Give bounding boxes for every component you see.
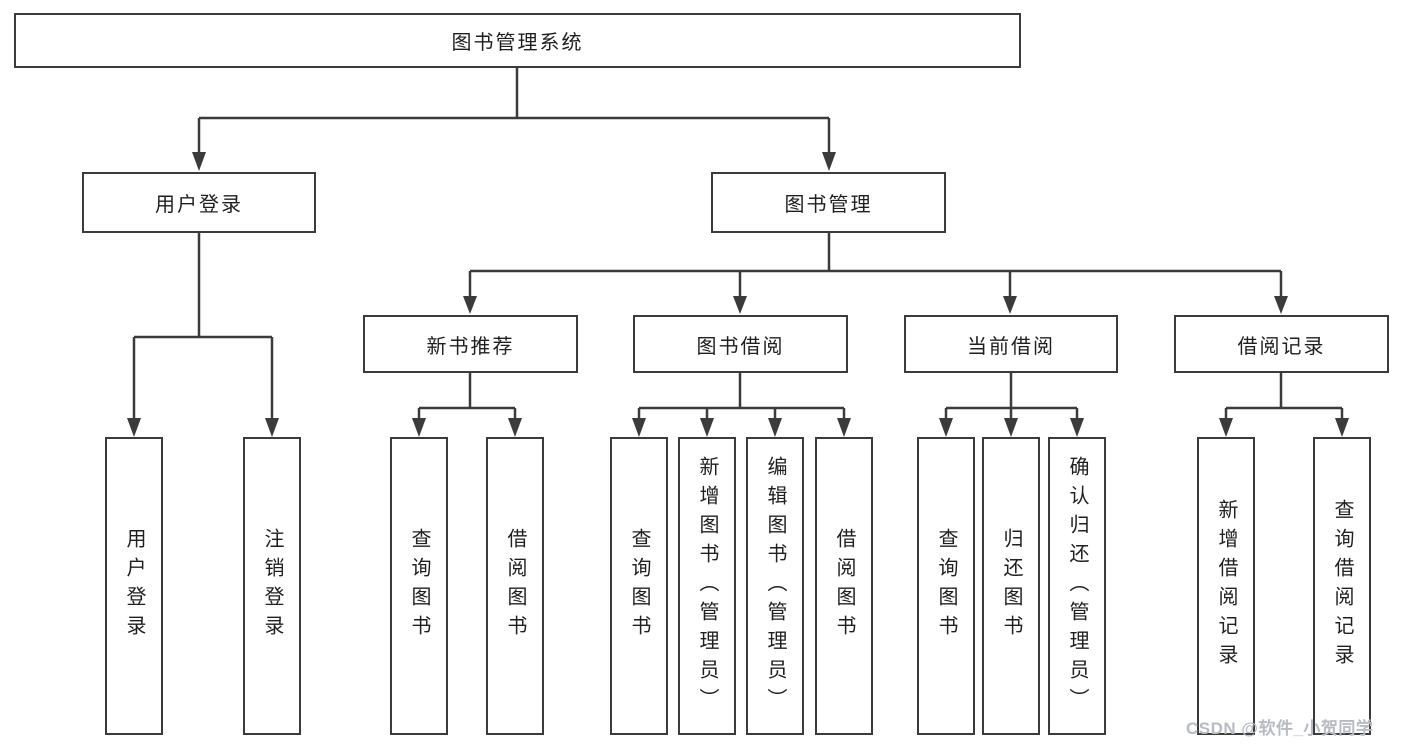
node-label: 查询图书 <box>935 528 957 644</box>
node-borrow-books: 借阅图书 <box>815 437 873 735</box>
connector-new-book-recommend <box>412 373 522 437</box>
node-add-borrow-record: 新增借阅记录 <box>1197 437 1255 735</box>
node-label: 新增借阅记录 <box>1215 499 1237 673</box>
node-book-management: 图书管理 <box>711 172 946 233</box>
node-label: 用户登录 <box>155 194 243 216</box>
arrowhead <box>463 296 477 314</box>
arrowhead <box>837 418 851 437</box>
arrowhead <box>508 418 522 437</box>
arrowhead <box>733 296 747 314</box>
arrowhead <box>1219 418 1233 437</box>
connector-book-management-branch <box>463 233 1288 314</box>
arrowhead <box>127 418 141 437</box>
node-label: 图书管理系统 <box>451 32 584 54</box>
node-label: 借阅图书 <box>833 528 855 644</box>
node-return-books: 归还图书 <box>982 437 1040 735</box>
connector-borrowing-records <box>1219 373 1349 437</box>
node-confirm-return-admin: 确认归还（管理员） <box>1048 437 1106 735</box>
arrowhead <box>1003 296 1017 314</box>
node-user-login-branch: 用户登录 <box>82 172 316 233</box>
node-label: 注销登录 <box>261 528 283 644</box>
arrowhead <box>1274 296 1288 314</box>
node-label: 查询借阅记录 <box>1331 499 1353 673</box>
node-label: 查询图书 <box>408 528 430 644</box>
node-label: 当前借阅 <box>967 335 1055 358</box>
node-query-books-recommend: 查询图书 <box>390 437 448 735</box>
node-label: 借阅记录 <box>1237 335 1326 358</box>
connector-root-to-branches <box>192 68 836 171</box>
node-logout: 注销登录 <box>243 437 301 735</box>
node-edit-book-admin: 编辑图书（管理员） <box>746 437 804 735</box>
node-label: 编辑图书（管理员） <box>764 455 786 717</box>
arrowhead <box>768 418 782 437</box>
node-label: 确认归还（管理员） <box>1066 455 1088 717</box>
node-label: 图书借阅 <box>696 335 785 358</box>
node-label: 新增图书（管理员） <box>696 455 718 717</box>
csdn-watermark: CSDN @软件_小贺同学 <box>1186 719 1374 738</box>
node-label: 借阅图书 <box>504 528 526 644</box>
node-book-borrowing: 图书借阅 <box>633 315 848 373</box>
node-borrowing-records: 借阅记录 <box>1174 315 1389 373</box>
arrowhead <box>265 418 279 437</box>
arrowhead <box>700 418 714 437</box>
arrowhead <box>192 152 206 171</box>
node-library-system: 图书管理系统 <box>14 13 1021 68</box>
arrowhead <box>1335 418 1349 437</box>
node-query-borrow-record: 查询借阅记录 <box>1313 437 1371 735</box>
arrowhead <box>939 418 953 437</box>
node-user-login: 用户登录 <box>105 437 163 735</box>
node-query-books-current: 查询图书 <box>917 437 975 735</box>
node-label: 用户登录 <box>123 528 145 644</box>
connector-current-borrowing <box>939 373 1084 437</box>
node-current-borrowing: 当前借阅 <box>904 315 1118 373</box>
arrowhead <box>632 418 646 437</box>
arrowhead <box>1070 418 1084 437</box>
arrowhead <box>822 152 836 171</box>
node-label: 查询图书 <box>628 528 650 644</box>
node-label: 新书推荐 <box>426 335 515 358</box>
node-new-book-recommend: 新书推荐 <box>363 315 578 373</box>
node-label: 归还图书 <box>1000 528 1022 644</box>
node-label: 图书管理 <box>784 194 873 216</box>
node-query-books-borrowing: 查询图书 <box>610 437 668 735</box>
arrowhead <box>412 418 426 437</box>
node-borrow-books-recommend: 借阅图书 <box>486 437 544 735</box>
connector-user-login-branch <box>127 233 279 437</box>
arrowhead <box>1004 418 1018 437</box>
node-add-book-admin: 新增图书（管理员） <box>678 437 736 735</box>
connector-book-borrowing <box>632 373 851 437</box>
